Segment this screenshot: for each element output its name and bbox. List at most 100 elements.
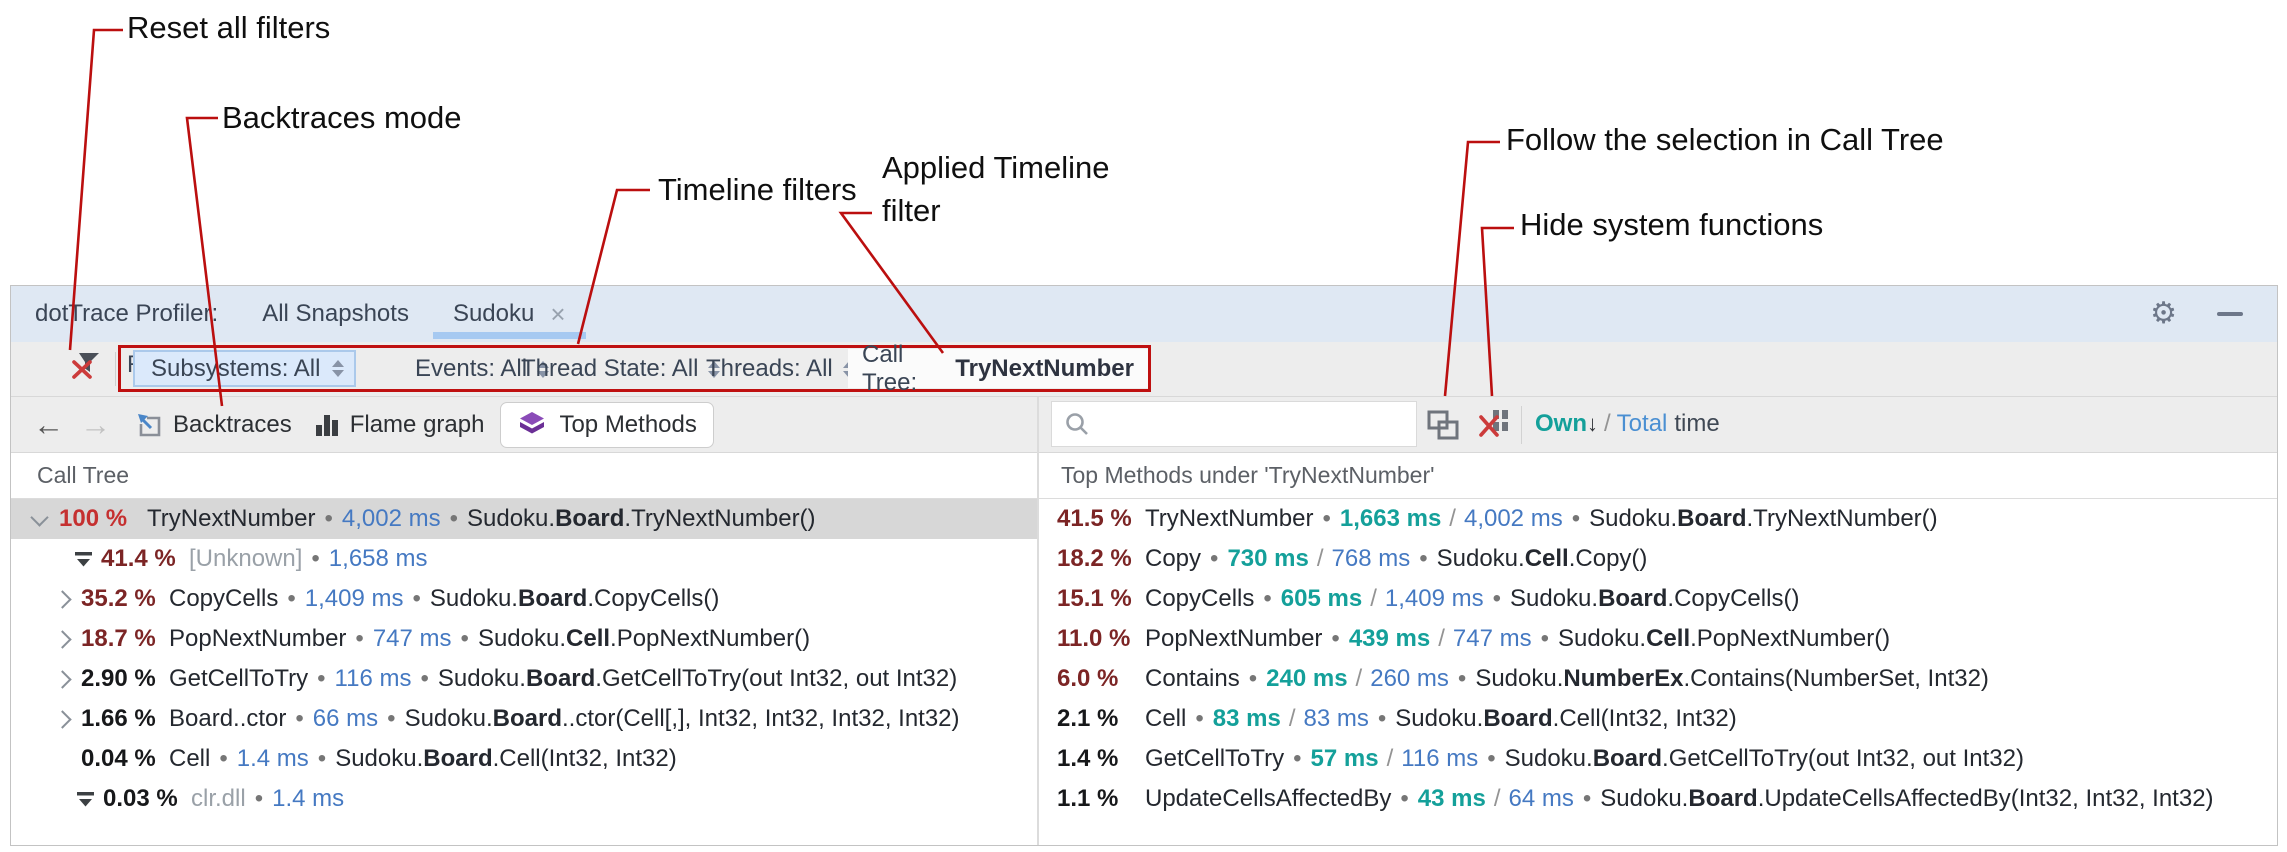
filter-events[interactable]: Events: All [415,353,550,385]
filter-threads[interactable]: Threads: All [706,353,855,385]
gear-icon[interactable]: ⚙ [2150,297,2177,330]
method-signature: Sudoku.NumberEx.Contains(NumberSet, Int3… [1475,665,1989,692]
call-tree-panel-row[interactable]: 41.4 %[Unknown]•1,658 ms [11,539,1037,579]
top-methods-panel-row[interactable]: 11.0 %PopNextNumber•439 ms/747 ms•Sudoku… [1057,625,1891,652]
percent-value: 0.04 % [81,745,156,772]
top-methods-panel-row[interactable]: 1.1 %UpdateCellsAffectedBy•43 ms/64 ms•S… [1057,785,2214,812]
method-name: UpdateCellsAffectedBy [1145,785,1392,812]
filter-thread-state[interactable]: Thread State: All [521,353,721,385]
applied-filter-value: TryNextNumber [955,354,1134,382]
top-methods-panel-row[interactable]: 41.5 %TryNextNumber•1,663 ms/4,002 ms•Su… [1057,505,1938,532]
filter-label: Subsystems: All [151,354,321,382]
own-time-value: 730 ms [1227,545,1309,572]
time-value: 747 ms [372,625,452,652]
panel-divider[interactable] [1037,397,1039,845]
call-tree-panel-row[interactable]: 0.03 %clr.dll•1.4 ms [11,779,1037,819]
flame-graph-button[interactable]: Flame graph [314,410,485,439]
applied-call-tree-filter[interactable]: Call Tree: TryNextNumber [848,341,1148,396]
top-methods-header: Top Methods under 'TryNextNumber' [1039,453,2277,499]
filter-label: Threads: All [706,355,833,382]
total-time-value: 4,002 ms [1463,505,1563,532]
hide-system-functions-icon[interactable] [1478,407,1510,444]
method-name: PopNextNumber [169,625,347,652]
tab-sudoku[interactable]: Sudoku × [431,286,588,342]
percent-value: 35.2 % [81,585,156,612]
method-name: Contains [1145,665,1240,692]
chevron-right-icon[interactable] [53,669,81,689]
total-time-value: 116 ms [1401,745,1479,772]
reset-filter-icon [72,353,99,379]
call-tree-rows: 100 %TryNextNumber•4,002 ms•Sudoku.Board… [11,499,1037,819]
chevron-right-icon[interactable] [53,589,81,609]
method-signature: Sudoku.Cell.Copy() [1436,545,1648,572]
percent-value: 18.2 % [1057,545,1132,572]
percent-value: 1.4 % [1057,745,1119,772]
forward-arrow-icon[interactable]: → [80,407,111,442]
method-name: [Unknown] [189,545,303,572]
method-name: clr.dll [191,785,246,812]
own-time-value: 1,663 ms [1339,505,1442,532]
call-tree-panel-row[interactable]: 18.7 %PopNextNumber•747 ms•Sudoku.Cell.P… [11,619,1037,659]
method-signature: Sudoku.Cell.PopNextNumber() [477,625,811,652]
own-time-value: 439 ms [1348,625,1431,652]
sort-direction-arrow-icon: ↓ [1587,411,1598,436]
time-value: 116 ms [334,665,412,692]
top-methods-panel-row[interactable]: 18.2 %Copy•730 ms/768 ms•Sudoku.Cell.Cop… [1057,545,1648,572]
call-tree-header: Call Tree [11,453,1037,499]
percent-value: 1.1 % [1057,785,1119,812]
call-tree-panel-row[interactable]: 1.66 %Board..ctor•66 ms•Sudoku.Board..ct… [11,699,1037,739]
time-value: 1,658 ms [328,545,428,572]
close-icon[interactable]: × [550,298,566,329]
top-methods-panel-row[interactable]: 15.1 %CopyCells•605 ms/1,409 ms•Sudoku.B… [1057,585,1800,612]
total-time-value: 260 ms [1370,665,1449,692]
method-signature: Sudoku.Board.CopyCells() [1509,585,1800,612]
top-methods-panel-row[interactable]: 6.0 %Contains•240 ms/260 ms•Sudoku.Numbe… [1057,665,1989,692]
call-tree-panel-row[interactable]: 35.2 %CopyCells•1,409 ms•Sudoku.Board.Co… [11,579,1037,619]
search-input[interactable] [1098,409,1416,439]
minimize-icon[interactable] [2217,312,2243,316]
top-methods-rows: 41.5 %TryNextNumber•1,663 ms/4,002 ms•Su… [1039,499,2277,819]
top-methods-label: Top Methods [559,410,697,438]
percent-value: 6.0 % [1057,665,1119,692]
funnel-icon [75,791,103,808]
chevron-down-icon[interactable] [30,507,59,527]
applied-filter-label: Call Tree: [862,340,918,396]
filter-subsystems[interactable]: Subsystems: All [133,350,357,387]
method-name: CopyCells [1145,585,1255,612]
method-name: Copy [1145,545,1202,572]
follow-selection-icon[interactable] [1426,409,1460,446]
tab-label: All Snapshots [262,300,409,327]
call-tree-panel-row[interactable]: 0.04 %Cell•1.4 ms•Sudoku.Board.Cell(Int3… [81,745,677,772]
top-methods-panel-row[interactable]: 2.1 %Cell•83 ms/83 ms•Sudoku.Board.Cell(… [1057,705,1737,732]
filter-label: Thread State: All [521,355,699,382]
top-methods-panel: Top Methods under 'TryNextNumber' 41.5 %… [1039,453,2277,845]
percent-value: 2.1 % [1057,705,1119,732]
total-time-value: 83 ms [1303,705,1369,732]
own-time-value: 240 ms [1266,665,1348,692]
method-signature: Sudoku.Board.GetCellToTry(out Int32, out… [1504,745,2024,772]
method-name: TryNextNumber [147,505,316,532]
top-methods-panel-row[interactable]: 1.4 %GetCellToTry•57 ms/116 ms•Sudoku.Bo… [1057,745,2024,772]
flame-graph-label: Flame graph [349,410,485,438]
tab-all-snapshots[interactable]: All Snapshots [240,286,431,342]
method-signature: Sudoku.Board.TryNextNumber() [1589,505,1938,532]
sort-suffix: time [1674,410,1720,437]
method-signature: Sudoku.Cell.PopNextNumber() [1558,625,1891,652]
method-name: Cell [1145,705,1187,732]
search-box[interactable] [1051,401,1417,447]
call-tree-panel-row[interactable]: 100 %TryNextNumber•4,002 ms•Sudoku.Board… [11,499,1037,539]
backtraces-button[interactable]: Backtraces [135,411,292,439]
percent-value: 1.66 % [81,705,156,732]
backtraces-icon [138,414,161,437]
time-value: 1,409 ms [304,585,404,612]
call-tree-panel-row[interactable]: 2.90 %GetCellToTry•116 ms•Sudoku.Board.G… [11,659,1037,699]
percent-value: 100 % [59,505,128,532]
chevron-right-icon[interactable] [53,629,81,649]
time-value: 1.4 ms [236,745,309,772]
method-name: GetCellToTry [169,665,309,692]
sort-total: Total [1616,410,1668,437]
top-methods-button[interactable]: Top Methods [500,401,714,448]
chevron-right-icon[interactable] [53,709,81,729]
back-arrow-icon[interactable]: ← [33,407,64,442]
